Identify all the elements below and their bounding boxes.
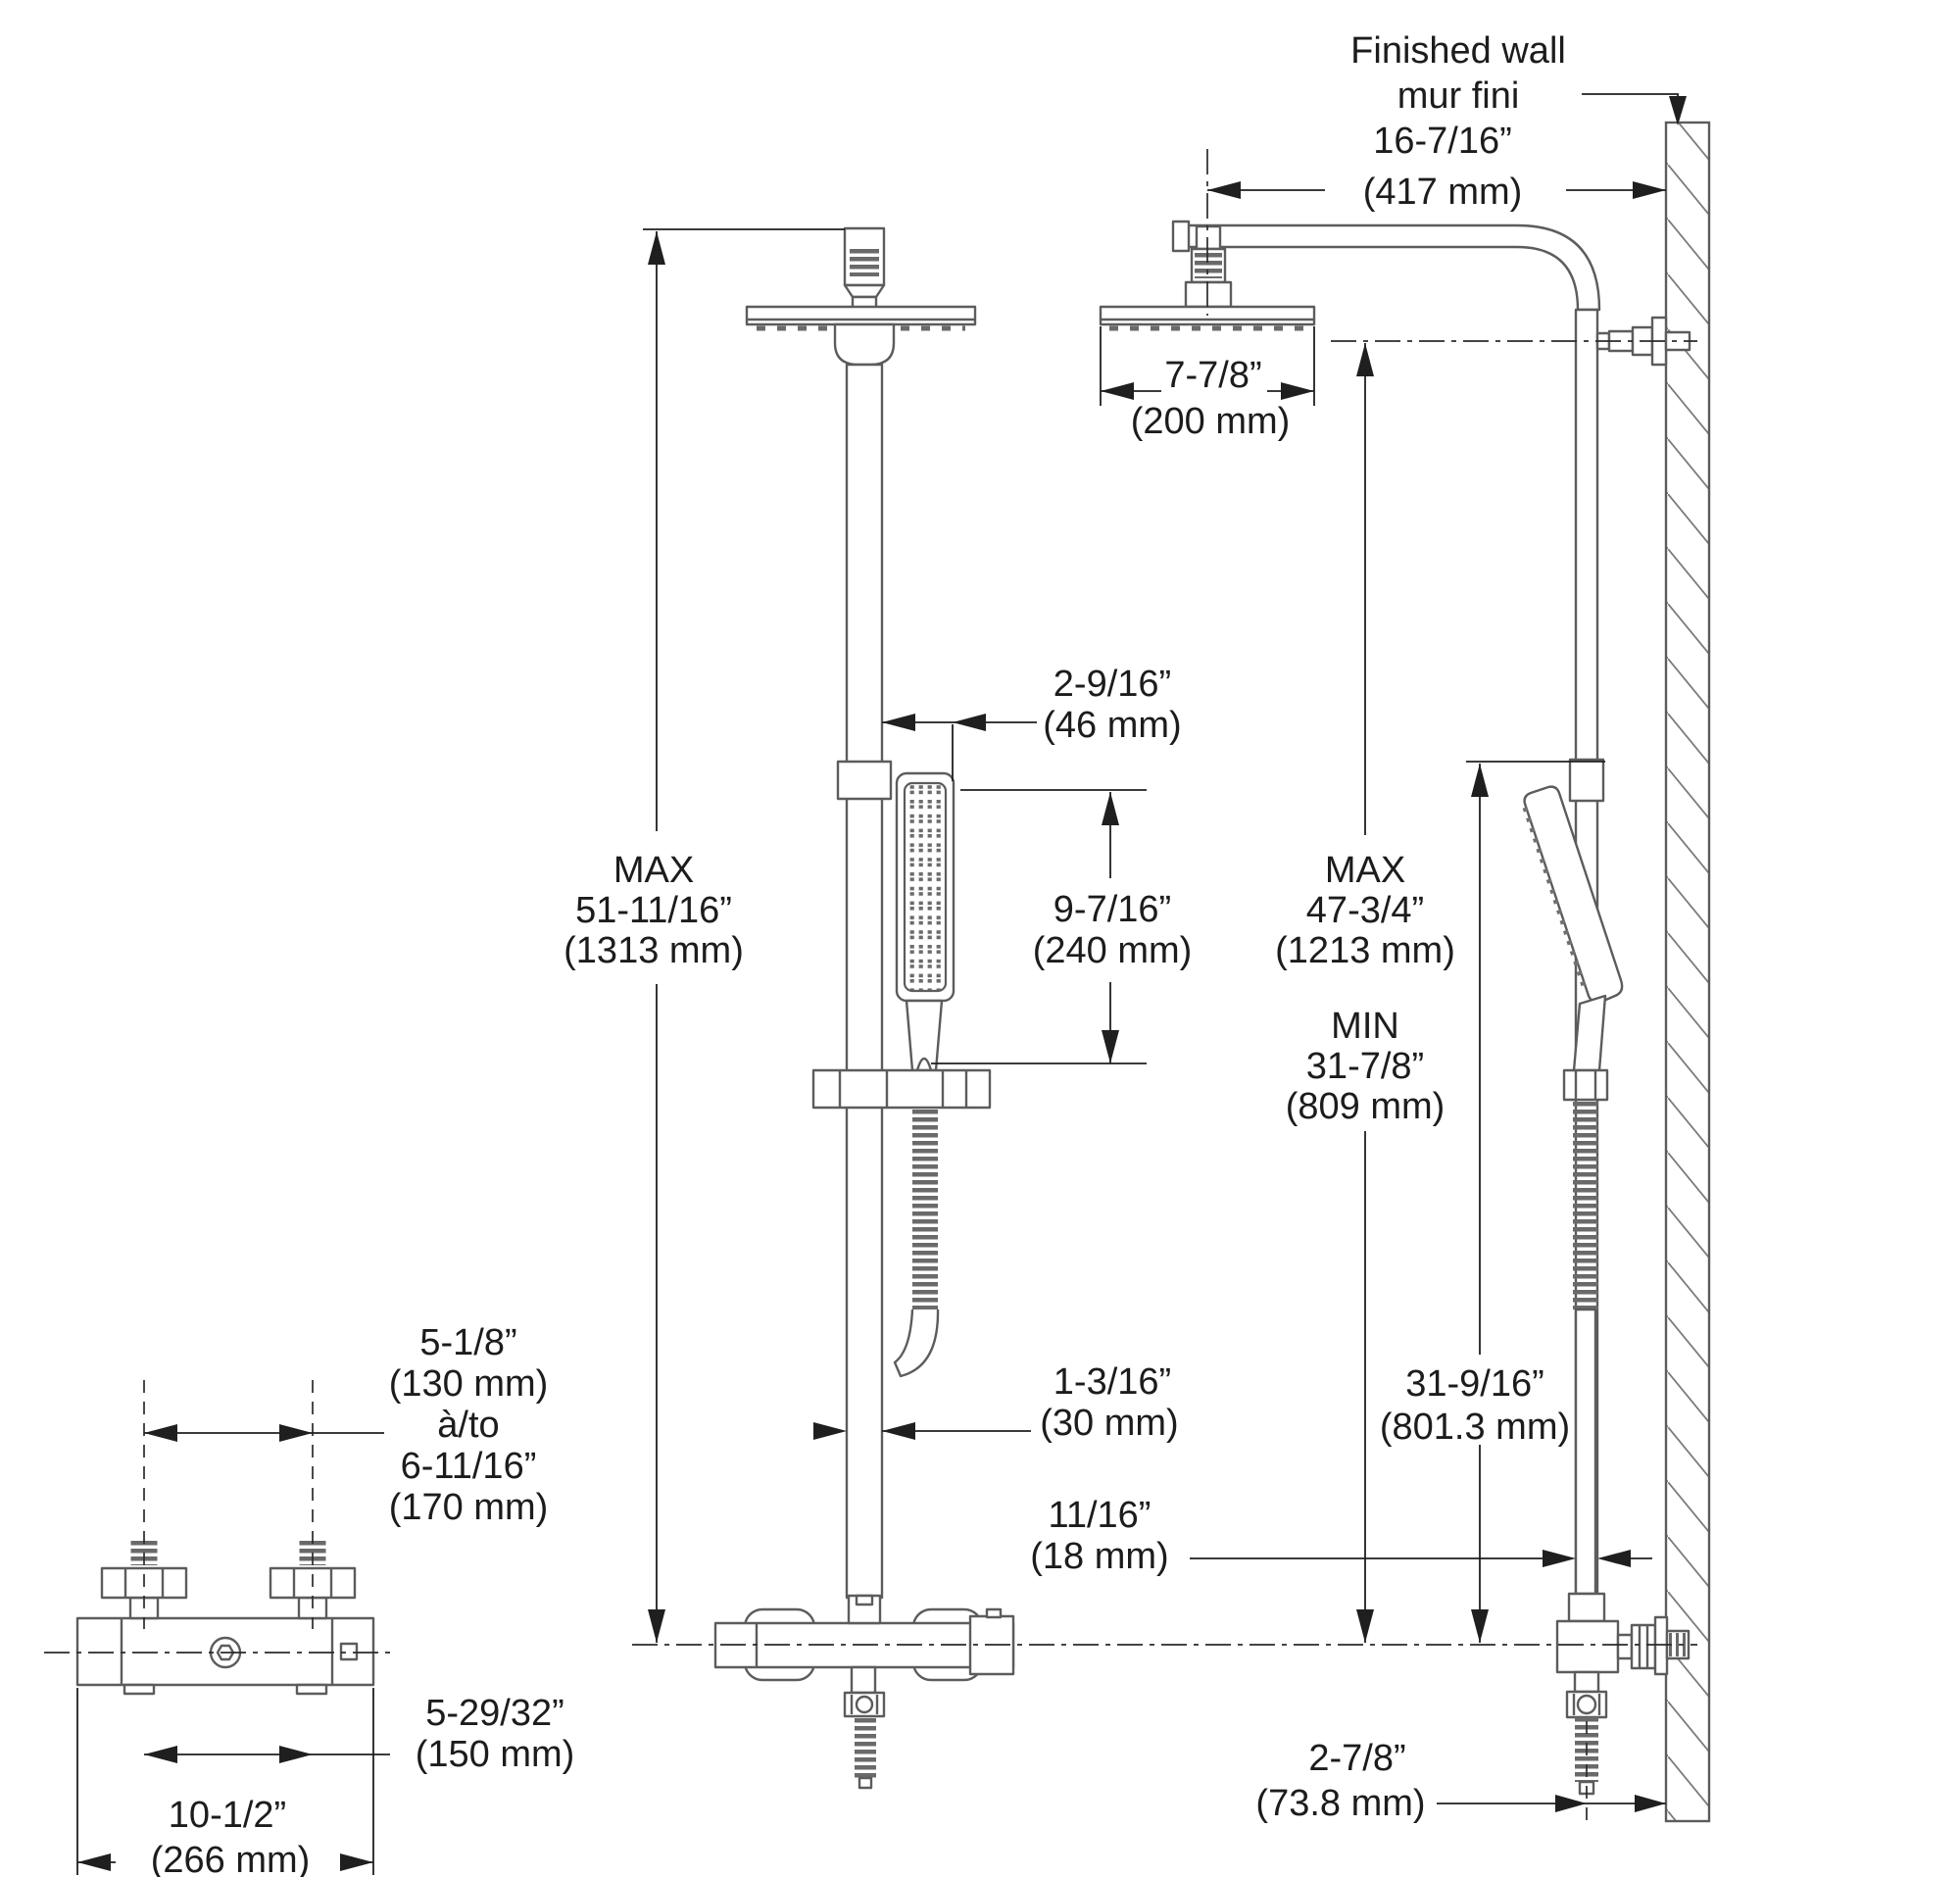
wall-label-en: Finished wall <box>1350 30 1566 72</box>
dim-head-width: 7-7/8” (200 mm) <box>1100 326 1315 442</box>
riser-coupling <box>836 760 893 801</box>
valve-detail-front <box>75 1541 375 1696</box>
dim-wand-width-in: 2-9/16” <box>1054 664 1171 705</box>
dim-overall-height: MAX 51-11/16” (1313 mm) <box>564 228 845 1643</box>
dim-column-min-in: 31-7/8” <box>1306 1046 1424 1087</box>
dim-arm-reach: 16-7/16” (417 mm) <box>1207 121 1666 213</box>
dim-outlet-offset: 2-7/8” (73.8 mm) <box>1255 1738 1666 1824</box>
dim-inlet-centers: 5-29/32” (150 mm) <box>144 1693 574 1775</box>
dim-valve-width-in: 10-1/2” <box>169 1795 286 1836</box>
riser-pipe-front <box>845 363 884 1600</box>
dim-inlet-min-mm: (130 mm) <box>389 1363 549 1405</box>
dim-outlet-offset-mm: (73.8 mm) <box>1255 1783 1425 1824</box>
dim-wand-width-mm: (46 mm) <box>1043 705 1181 746</box>
dim-riser-width: 1-3/16” (30 mm) <box>813 1361 1179 1444</box>
dim-arm-reach-in: 16-7/16” <box>1373 121 1512 162</box>
dim-bar-height-in: 31-9/16” <box>1405 1363 1544 1405</box>
hose-tube-side <box>1574 1308 1597 1596</box>
detail-square-port <box>339 1642 359 1661</box>
dim-riser-width-mm: (30 mm) <box>1040 1403 1178 1444</box>
dim-inlet-min-in: 5-1/8” <box>419 1322 516 1363</box>
centerlines <box>44 149 1697 1825</box>
dim-arm-reach-mm: (417 mm) <box>1363 172 1523 213</box>
dim-outlet-offset-in: 2-7/8” <box>1308 1738 1405 1779</box>
wall-hatch <box>1664 121 1711 1823</box>
slide-bracket-side <box>1568 758 1605 803</box>
hand-shower-handle-side <box>1572 994 1607 1072</box>
dim-inlet-to: à/to <box>437 1405 499 1446</box>
front-view <box>713 226 1015 1790</box>
dim-inlet-max-mm: (170 mm) <box>389 1487 549 1528</box>
wall-leader-arrow <box>1669 96 1687 125</box>
dim-column-max-mm: (1213 mm) <box>1275 930 1455 971</box>
valve-wall-nut <box>1630 1623 1657 1670</box>
dim-inlet-max-in: 6-11/16” <box>401 1446 537 1487</box>
dim-inlet-spread: 5-1/8” (130 mm) à/to 6-11/16” (170 mm) <box>144 1322 548 1528</box>
valve-body-side <box>1555 1619 1620 1674</box>
head-connector-base-side <box>1184 280 1233 309</box>
valve-top-nut-side <box>1567 1592 1606 1623</box>
dim-wand-width: 2-9/16” (46 mm) <box>882 664 1182 781</box>
dim-bar-height: 31-9/16” (801.3 mm) <box>1380 761 1605 1643</box>
dim-column-min-label: MIN <box>1331 1006 1399 1047</box>
dim-riser-width-in: 1-3/16” <box>1054 1361 1171 1403</box>
dim-valve-width-mm: (266 mm) <box>151 1840 311 1877</box>
dim-bar-height-mm: (801.3 mm) <box>1380 1407 1570 1448</box>
arm-end-cap <box>1171 220 1191 253</box>
valve-wall-flange <box>1653 1615 1669 1676</box>
hose-end-front <box>893 1309 940 1378</box>
dim-riser-depth-in: 11/16” <box>1049 1495 1152 1536</box>
hose-nut-side <box>1562 1068 1609 1102</box>
dim-inlet-centers-mm: (150 mm) <box>416 1734 575 1775</box>
slide-bracket-front <box>811 1068 992 1110</box>
shower-arm <box>1186 223 1601 312</box>
dim-column-height: MAX 47-3/4” (1213 mm) MIN 31-7/8” (809 m… <box>1275 343 1455 1643</box>
hand-shower-face <box>903 781 948 993</box>
dim-valve-width: 10-1/2” (266 mm) <box>76 1688 374 1877</box>
hand-shower-handle-front <box>905 999 944 1072</box>
finished-wall-section <box>1664 121 1711 1823</box>
dim-wand-length-in: 9-7/16” <box>1054 889 1171 930</box>
wall-label-fr: mur fini <box>1397 75 1520 117</box>
dim-riser-depth-mm: (18 mm) <box>1030 1536 1168 1577</box>
detail-valve-body <box>75 1616 375 1687</box>
valve-tab <box>985 1607 1003 1619</box>
valve-outlet-front <box>850 1665 877 1695</box>
valve-wall-stub <box>1616 1633 1634 1660</box>
dim-overall-height-mm: (1313 mm) <box>564 930 744 971</box>
dim-column-max-label: MAX <box>1325 850 1405 891</box>
dim-wand-length-mm: (240 mm) <box>1033 930 1193 971</box>
head-bell-fitting <box>833 322 896 367</box>
dim-overall-height-in: 51-11/16” <box>575 890 732 931</box>
dim-head-width-mm: (200 mm) <box>1131 401 1291 442</box>
valve-outlet-side <box>1573 1670 1600 1694</box>
dim-riser-depth: 11/16” (18 mm) <box>1030 1495 1652 1577</box>
wall-callout: Finished wall mur fini <box>1350 30 1687 125</box>
rain-head-front <box>745 305 977 326</box>
dim-overall-height-label: MAX <box>613 850 694 891</box>
hand-shower-side <box>1523 785 1624 1004</box>
dim-inlet-centers-in: 5-29/32” <box>425 1693 564 1734</box>
dim-head-width-in: 7-7/8” <box>1164 355 1261 396</box>
dim-column-min-mm: (809 mm) <box>1286 1086 1446 1127</box>
dim-column-max-in: 47-3/4” <box>1306 890 1424 931</box>
handle-tip <box>915 1057 933 1071</box>
dim-wand-length: 9-7/16” (240 mm) <box>931 789 1193 1064</box>
head-connector-stub-side <box>1195 224 1222 251</box>
side-view <box>1099 220 1691 1796</box>
